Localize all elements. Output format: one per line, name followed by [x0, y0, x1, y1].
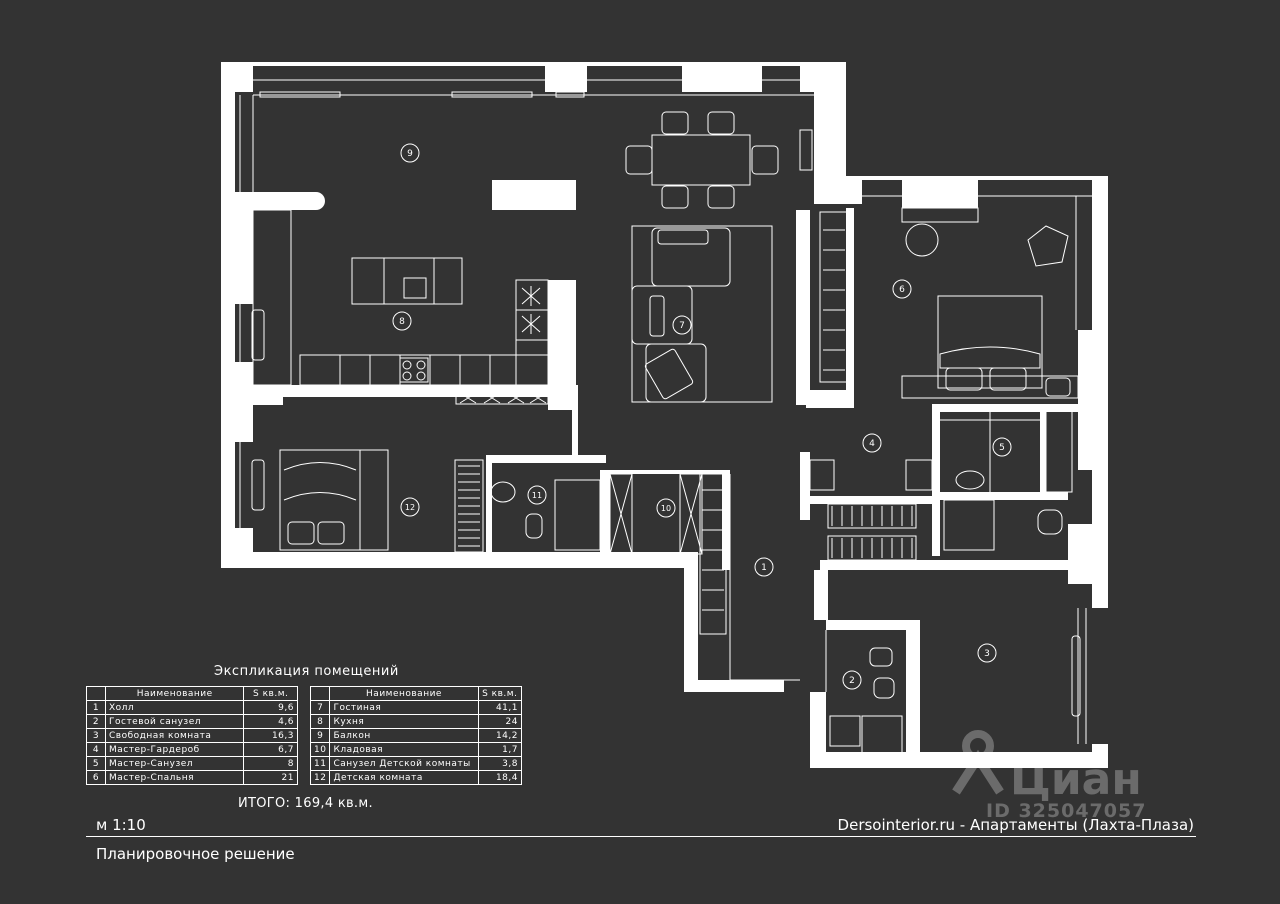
footer-divider: [86, 836, 1196, 837]
legend-title: Экспликация помещений: [214, 664, 399, 679]
room-area: 9,6: [243, 700, 298, 715]
table-header: Наименование S кв.м.: [86, 686, 298, 701]
room-name: Мастер-Спальня: [104, 770, 245, 785]
room-num: 4: [86, 742, 106, 757]
table-row: 5 Мастер-Санузел 8: [86, 756, 298, 771]
room-name: Кладовая: [329, 742, 479, 757]
room-name: Санузел Детской комнаты: [329, 756, 479, 771]
room-marker-7: 7: [672, 315, 692, 335]
total-area: ИТОГО: 169,4 кв.м.: [238, 796, 373, 811]
location-pin-icon: [952, 730, 1004, 795]
room-area: 3,8: [477, 756, 523, 771]
header-area: S кв.м.: [243, 686, 298, 701]
room-num: 7: [309, 700, 331, 715]
header-num: [309, 686, 331, 701]
header-name: Наименование: [104, 686, 245, 701]
svg-text:5: 5: [999, 443, 1005, 453]
room-name: Свободная комната: [104, 728, 245, 743]
room-marker-9: 9: [400, 143, 420, 163]
room-area: 14,2: [477, 728, 523, 743]
svg-text:9: 9: [407, 149, 413, 159]
room-area: 16,3: [243, 728, 298, 743]
room-marker-4: 4: [862, 433, 882, 453]
room-area: 8: [243, 756, 298, 771]
svg-text:10: 10: [661, 504, 671, 513]
room-marker-3: 3: [977, 643, 997, 663]
room-table-left: Наименование S кв.м. 1 Холл 9,6 2 Гостев…: [86, 686, 298, 785]
table-row: 6 Мастер-Спальня 21: [86, 770, 298, 785]
table-row: 11 Санузел Детской комнаты 3,8: [309, 756, 523, 771]
room-area: 4,6: [243, 714, 298, 729]
room-num: 11: [309, 756, 331, 771]
room-area: 41,1: [477, 700, 523, 715]
room-num: 8: [309, 714, 331, 729]
plan-subtitle: Планировочное решение: [96, 845, 295, 863]
room-num: 2: [86, 714, 106, 729]
room-name: Мастер-Санузел: [104, 756, 245, 771]
walls: [221, 62, 1108, 768]
room-marker-8: 8: [392, 311, 412, 331]
room-num: 1: [86, 700, 106, 715]
room-marker-11: 11: [527, 485, 547, 505]
table-row: 3 Свободная комната 16,3: [86, 728, 298, 743]
room-name: Гостевой санузел: [104, 714, 245, 729]
room-num: 10: [309, 742, 331, 757]
watermark-brand: Циан: [1010, 754, 1142, 805]
room-marker-12: 12: [400, 497, 420, 517]
table-row: 10 Кладовая 1,7: [309, 742, 523, 757]
header-name: Наименование: [329, 686, 479, 701]
room-area: 21: [243, 770, 298, 785]
room-area: 24: [477, 714, 523, 729]
room-area: 6,7: [243, 742, 298, 757]
room-table-right: Наименование S кв.м. 7 Гостиная 41,1 8 К…: [309, 686, 523, 785]
project-title: Dersointerior.ru - Апартаменты (Лахта-Пл…: [837, 816, 1194, 834]
svg-text:8: 8: [399, 317, 405, 327]
room-name: Гостиная: [329, 700, 479, 715]
watermark-id: ID 325047057: [986, 800, 1147, 822]
table-row: 7 Гостиная 41,1: [309, 700, 523, 715]
scale-label: м 1:10: [96, 816, 146, 834]
table-row: 8 Кухня 24: [309, 714, 523, 729]
room-num: 3: [86, 728, 106, 743]
table-row: 2 Гостевой санузел 4,6: [86, 714, 298, 729]
room-area: 18,4: [477, 770, 523, 785]
svg-text:2: 2: [849, 676, 855, 686]
room-name: Балкон: [329, 728, 479, 743]
room-marker-1: 1: [754, 557, 774, 577]
table-row: 4 Мастер-Гардероб 6,7: [86, 742, 298, 757]
room-marker-10: 10: [656, 498, 676, 518]
room-name: Кухня: [329, 714, 479, 729]
room-name: Мастер-Гардероб: [104, 742, 245, 757]
svg-text:7: 7: [679, 321, 685, 331]
room-marker-2: 2: [842, 670, 862, 690]
room-name: Детская комната: [329, 770, 479, 785]
room-name: Холл: [104, 700, 245, 715]
room-num: 12: [309, 770, 331, 785]
room-num: 9: [309, 728, 331, 743]
room-num: 6: [86, 770, 106, 785]
room-marker-5: 5: [992, 437, 1012, 457]
svg-text:1: 1: [761, 563, 767, 573]
svg-text:3: 3: [984, 649, 990, 659]
table-header: Наименование S кв.м.: [309, 686, 523, 701]
header-num: [86, 686, 106, 701]
svg-text:6: 6: [899, 285, 905, 295]
table-row: 9 Балкон 14,2: [309, 728, 523, 743]
svg-text:12: 12: [405, 503, 415, 512]
table-row: 12 Детская комната 18,4: [309, 770, 523, 785]
svg-text:4: 4: [869, 439, 875, 449]
room-marker-6: 6: [892, 279, 912, 299]
header-area: S кв.м.: [477, 686, 523, 701]
table-row: 1 Холл 9,6: [86, 700, 298, 715]
room-area: 1,7: [477, 742, 523, 757]
furniture: [239, 79, 1092, 757]
svg-text:11: 11: [532, 491, 542, 500]
room-num: 5: [86, 756, 106, 771]
room-markers: 1 2 3 4 5 6 7 8 9 10 11 12: [392, 143, 1012, 690]
